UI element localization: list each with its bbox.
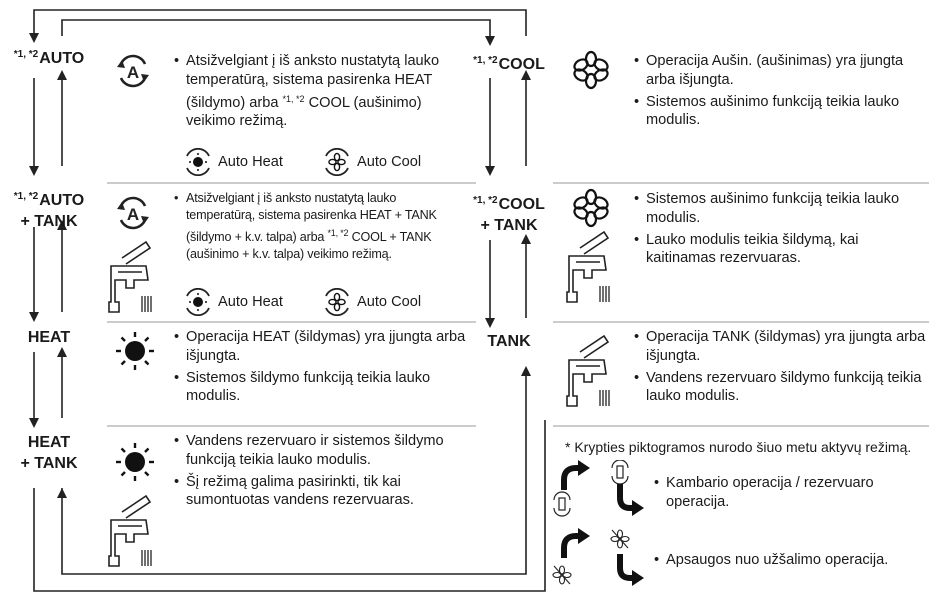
auto-cool-icon [325, 288, 349, 316]
heat-bullet-1: Operacija HEAT (šildymas) yra įjungta ar… [174, 328, 466, 366]
mode-cool-tank: *1, *2COOL + TANK [464, 190, 554, 236]
svg-text:A: A [127, 63, 139, 82]
mode-auto-tank-label1: AUTO [39, 192, 85, 209]
cool-bullet-2: Sistemos aušinimo funkciją teikia lauko … [634, 93, 924, 131]
auto-cool-icon [325, 148, 349, 176]
tank-bullet-2: Vandens rezervuaro šildymo funkciją teik… [634, 369, 929, 407]
mode-auto-tank-label2: + TANK [20, 213, 78, 230]
auto-heat-label: Auto Heat [218, 154, 283, 170]
legend-item-1-text: Kambario operacija / rezervuaro operacij… [654, 474, 924, 512]
auto-bullet-1-sup: *1, *2 [282, 93, 305, 104]
svg-text:A: A [127, 205, 139, 224]
heat-tank-description: Vandens rezervuaro ir sistemos šildymo f… [174, 432, 466, 510]
top-inner-line [61, 19, 491, 36]
legend-item-1: Kambario operacija / rezervuaro operacij… [654, 474, 924, 512]
auto-heat-label: Auto Heat [218, 294, 283, 310]
legend-item-2-text: Apsaugos nuo užšalimo operacija. [654, 551, 924, 570]
tap-icon [108, 240, 152, 313]
auto-tank-bullet-1-sup: *1, *2 [327, 227, 349, 238]
snowflake-icon [573, 50, 609, 90]
legend-note: * Krypties piktogramos nurodo šiuo metu … [565, 439, 912, 455]
mode-auto-tank-sup: *1, *2 [13, 191, 39, 202]
cool-description: Operacija Aušin. (aušinimas) yra įjungta… [634, 52, 924, 130]
mode-cool-tank-sup: *1, *2 [473, 195, 498, 206]
tank-bullet-1: Operacija TANK (šildymas) yra įjungta ar… [634, 328, 929, 366]
snowflake-icon [573, 188, 609, 228]
mode-auto-sup: *1, *2 [13, 49, 39, 60]
auto-heat-icon [186, 148, 210, 176]
mode-heat-tank-label2: + TANK [20, 455, 78, 472]
auto-cool-label: Auto Cool [357, 154, 422, 170]
auto-description: Atsižvelgiant į iš anksto nustatytą lauk… [174, 52, 466, 131]
auto-bullet-1-text-a: Atsižvelgiant į iš anksto nustatytą lauk… [186, 53, 440, 111]
mode-cool-label: COOL [498, 56, 545, 73]
heat-tank-bullet-2: Šį režimą galima pasirinkti, tik kai sum… [174, 473, 466, 511]
mode-tank: TANK [464, 331, 554, 352]
mode-cool-sup: *1, *2 [473, 55, 498, 66]
tap-icon [108, 494, 152, 567]
heat-description: Operacija HEAT (šildymas) yra įjungta ar… [174, 328, 466, 406]
cool-tank-bullet-1: Sistemos aušinimo funkciją teikia lauko … [634, 190, 924, 228]
tank-description: Operacija TANK (šildymas) yra įjungta ar… [634, 328, 929, 406]
tap-icon [566, 334, 610, 407]
sun-icon [116, 443, 154, 481]
auto-mode-icon: A [117, 54, 149, 88]
heat-tank-bullet-1: Vandens rezervuaro ir sistemos šildymo f… [174, 432, 466, 470]
auto-heat-icon [186, 288, 210, 316]
bottom-outer-line [33, 420, 546, 592]
mode-auto-tank: *1, *2AUTO + TANK [0, 186, 98, 232]
cool-tank-description: Sistemos aušinimo funkciją teikia lauko … [634, 190, 924, 268]
mode-tank-label: TANK [487, 333, 531, 350]
cool-tank-bullet-2: Lauko modulis teikia šildymą, kai kaitin… [634, 231, 924, 269]
mode-cool-tank-label2: + TANK [480, 217, 538, 234]
auto-tank-description: Atsižvelgiant į iš anksto nustatytą lauk… [174, 190, 466, 263]
antifreeze-arrows-icon [552, 528, 644, 586]
mode-heat-tank: HEAT + TANK [0, 432, 98, 474]
mode-auto: *1, *2AUTO [0, 44, 98, 69]
auto-bullet-1-text-b: COOL (aušinimo) veikimo režimą. [186, 94, 422, 130]
auto-tank-bullet-1-text-b: COOL + TANK (aušinimo + k.v. talpa) veik… [186, 229, 432, 261]
room-tank-arrows-icon [553, 460, 644, 517]
tap-icon [566, 230, 610, 303]
auto-tank-bullet-1: Atsižvelgiant į iš anksto nustatytą lauk… [174, 190, 466, 263]
auto-cool-label: Auto Cool [357, 294, 422, 310]
cool-bullet-1: Operacija Aušin. (aušinimas) yra įjungta… [634, 52, 924, 90]
sun-icon [116, 332, 154, 370]
bottom-inner-line [61, 376, 527, 575]
auto-bullet-1: Atsižvelgiant į iš anksto nustatytą lauk… [174, 52, 466, 131]
mode-cool-tank-label1: COOL [498, 196, 545, 213]
legend-item-2: Apsaugos nuo užšalimo operacija. [654, 551, 924, 570]
mode-heat-label: HEAT [27, 329, 71, 346]
auto-mode-icon: A [117, 196, 149, 230]
mode-auto-label: AUTO [39, 50, 85, 67]
mode-cool: *1, *2COOL [464, 50, 554, 75]
top-outer-line [33, 9, 527, 36]
mode-heat: HEAT [0, 327, 98, 348]
auto-tank-bullet-1-text-a: Atsižvelgiant į iš anksto nustatytą lauk… [186, 191, 437, 244]
heat-bullet-2: Sistemos šildymo funkciją teikia lauko m… [174, 369, 466, 407]
mode-heat-tank-label1: HEAT [27, 434, 71, 451]
